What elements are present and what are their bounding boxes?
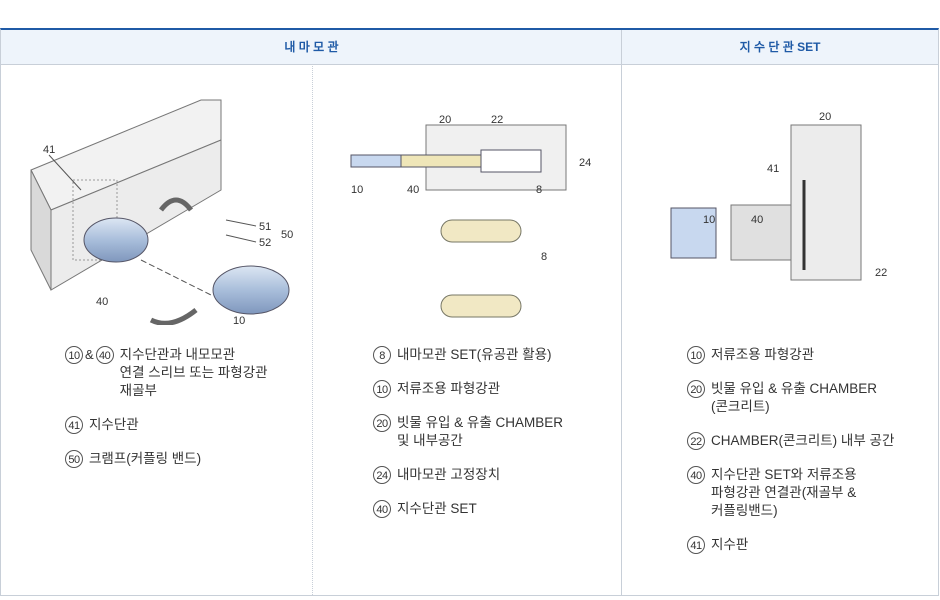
legend-text: 지수단관과 내모모관 연결 스리브 또는 파형강관 재골부 [119, 347, 268, 398]
num-24: 24 [373, 466, 391, 484]
legend-text: 저류조용 파형강관 [397, 381, 501, 396]
legend-item: 20 빗물 유입 & 유출 CHAMBER 및 내부공간 [373, 414, 613, 450]
label-52: 52 [259, 237, 271, 249]
header-waterstop-set: 지 수 단 관 SET [739, 40, 821, 54]
legend-text: 빗물 유입 & 유출 CHAMBER (콘크리트) [711, 381, 878, 414]
assembly-line [140, 259, 212, 296]
legend-text: 지수단관 [89, 417, 139, 432]
label-10: 10 [351, 184, 363, 196]
perforated-pipe-holes [440, 294, 522, 318]
label-50: 50 [281, 229, 293, 241]
num-8: 8 [373, 346, 391, 364]
perforated-pipe [440, 219, 522, 243]
label-22: 22 [491, 114, 503, 126]
label-20: 20 [819, 111, 831, 123]
label-8: 8 [536, 184, 542, 196]
label-24: 24 [579, 157, 591, 169]
pipe-sleeve [83, 217, 149, 263]
pipe-10 [670, 207, 717, 259]
num-22: 22 [687, 432, 705, 450]
label-20: 20 [439, 114, 451, 126]
num-41: 41 [687, 536, 705, 554]
label-41: 41 [43, 144, 55, 156]
legend-text: 내마모관 SET(유공관 활용) [397, 347, 552, 362]
num-40: 40 [687, 466, 705, 484]
diagram-sleeve-connection: 41 51 52 50 40 10 [30, 99, 293, 325]
legend-text: 저류조용 파형강관 [711, 347, 815, 362]
legend-item: 40 지수단관 SET와 저류조용 파형강관 연결관(재골부 & 커플링밴드) [687, 466, 927, 520]
legend-wear-pipe: 8 내마모관 SET(유공관 활용) 10 저류조용 파형강관 20 빗물 유입 & … [373, 346, 613, 534]
pipe-40 [400, 154, 482, 168]
legend-text: CHAMBER(콘크리트) 내부 공간 [711, 433, 895, 448]
comparison-table: 내 마 모 관 지 수 단 관 SET 41 51 52 50 40 10 [0, 28, 939, 596]
label-40: 40 [751, 214, 763, 226]
legend-item: 41 지수단관 [65, 416, 305, 434]
legend-item: 24 내마모관 고정장치 [373, 466, 613, 484]
legend-item: 10 & 40 지수단관과 내모모관 연결 스리브 또는 파형강관 재골부 [65, 346, 305, 400]
dotted-divider [312, 64, 313, 595]
legend-sleeve: 10 & 40 지수단관과 내모모관 연결 스리브 또는 파형강관 재골부 41… [65, 346, 305, 484]
label-8-b: 8 [541, 251, 547, 263]
num-41: 41 [65, 416, 83, 434]
legend-item: 20 빗물 유입 & 유출 CHAMBER (콘크리트) [687, 380, 927, 416]
label-40: 40 [96, 296, 108, 308]
legend-item: 10 저류조용 파형강관 [373, 380, 613, 398]
legend-text: 지수단관 SET [397, 501, 477, 516]
label-51: 51 [259, 221, 271, 233]
num-20: 20 [687, 380, 705, 398]
label-10: 10 [703, 214, 715, 226]
label-10: 10 [233, 315, 245, 325]
inner-pipe [480, 149, 542, 173]
header-inner-wear-pipe: 내 마 모 관 [284, 40, 339, 54]
diagram-wear-pipe-set: 20 22 24 10 40 8 8 [350, 114, 591, 318]
num-40: 40 [95, 346, 114, 364]
legend-item: 8 내마모관 SET(유공관 활용) [373, 346, 613, 364]
chamber-wall [790, 124, 862, 281]
table-header: 내 마 모 관 지 수 단 관 SET [1, 30, 938, 65]
legend-item: 22 CHAMBER(콘크리트) 내부 공간 [687, 432, 927, 450]
joiner: & [85, 347, 94, 362]
legend-text: 빗물 유입 & 유출 CHAMBER 및 내부공간 [397, 415, 564, 448]
connector-body [730, 204, 792, 261]
legend-item: 10 저류조용 파형강관 [687, 346, 927, 364]
corrugated-pipe [212, 265, 290, 315]
num-20: 20 [373, 414, 391, 432]
num-10: 10 [373, 380, 391, 398]
legend-item: 40 지수단관 SET [373, 500, 613, 518]
legend-text: 크램프(커플링 밴드) [89, 451, 202, 466]
legend-text: 지수판 [711, 537, 749, 552]
num-40: 40 [373, 500, 391, 518]
label-40: 40 [407, 184, 419, 196]
legend-text: 지수단관 SET와 저류조용 파형강관 연결관(재골부 & 커플링밴드) [711, 467, 857, 518]
num-10: 10 [65, 346, 83, 364]
pipe-10 [350, 154, 402, 168]
legend-item: 41 지수판 [687, 536, 927, 554]
clamp-upper [159, 197, 193, 212]
label-22: 22 [875, 267, 887, 279]
label-41: 41 [767, 163, 779, 175]
legend-item: 50 크램프(커플링 밴드) [65, 450, 305, 468]
legend-text: 내마모관 고정장치 [397, 467, 501, 482]
num-10: 10 [687, 346, 705, 364]
diagram-waterstop-set: 20 41 10 40 22 [670, 111, 887, 281]
clamp-lower [149, 308, 198, 325]
num-50: 50 [65, 450, 83, 468]
column-divider [621, 30, 622, 595]
